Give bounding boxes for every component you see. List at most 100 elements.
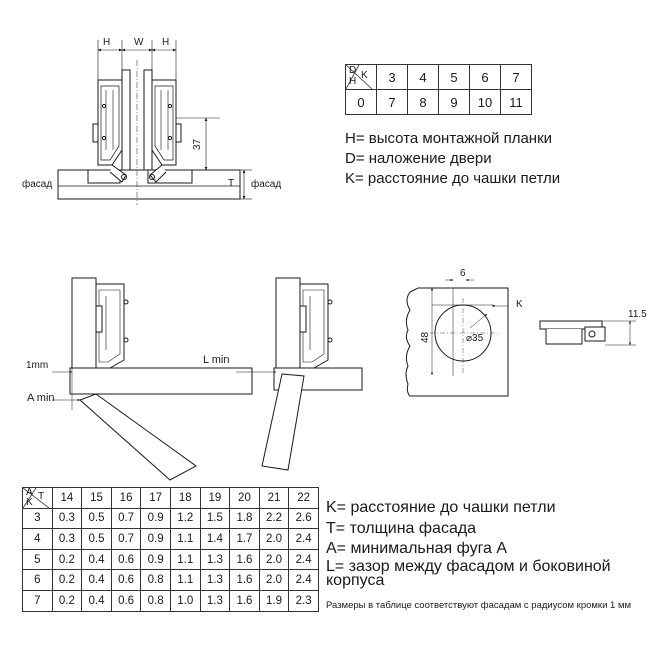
legend-line: T= толщина фасада [326, 519, 477, 537]
k-value: 3 [376, 64, 408, 90]
l-min-view [236, 277, 363, 471]
legend-line: K= расстояние до чашки петли [326, 499, 556, 516]
hinge-arm-left [97, 79, 123, 166]
table-row: 4 0.3 0.5 0.7 0.9 1.1 1.4 1.7 2.0 2.4 [22, 528, 319, 550]
dim-w-label: W [134, 37, 144, 48]
partition-left [121, 69, 131, 171]
corner-k: K [26, 497, 33, 508]
a-cell: 2.4 [288, 548, 319, 571]
a-cell: 0.2 [51, 569, 83, 591]
dim-h-left-label: H [103, 37, 110, 48]
corner-h: H [349, 76, 357, 87]
a-min-view [52, 277, 253, 481]
a-cell: 1.3 [199, 569, 231, 591]
a-cell: 0.6 [110, 589, 142, 612]
k-cell: 7 [22, 589, 53, 612]
d-value: 11 [500, 89, 532, 115]
a-cell: 1.7 [229, 528, 260, 550]
t-value: 21 [258, 487, 290, 509]
cup-side-view [539, 320, 636, 346]
facade-left-label: фасад [22, 178, 52, 190]
dim-6-label: 6 [460, 268, 466, 279]
label-l-min: L min [203, 354, 230, 366]
dim-h-right-label: H [162, 37, 169, 48]
k-value: 5 [438, 64, 470, 90]
a-cell: 0.9 [140, 548, 171, 571]
legend-line: L= зазор между фасадом и боковиной корпу… [326, 557, 611, 589]
d-value: 10 [469, 89, 501, 115]
k-value: 7 [500, 64, 532, 90]
a-cell: 2.6 [288, 507, 319, 530]
a-cell: 1.1 [169, 528, 201, 550]
t-value: 22 [288, 487, 319, 509]
a-cell: 1.6 [229, 589, 260, 612]
facade-right-label: фасад [251, 178, 281, 190]
t-value: 17 [140, 487, 171, 509]
a-cell: 0.8 [140, 589, 171, 612]
a-cell: 0.5 [81, 528, 112, 550]
dim-diameter-label: ⌀35 [466, 333, 484, 344]
gap-table: A K T 14 15 16 17 18 19 20 21 22 3 0.3 0… [22, 487, 319, 612]
legend-top: H= высота монтажной планки D= наложение … [345, 129, 560, 189]
a-cell: 0.4 [81, 548, 112, 571]
k-value: 6 [469, 64, 501, 90]
a-cell: 0.7 [110, 507, 142, 530]
table-row: 3 0.3 0.5 0.7 0.9 1.2 1.5 1.8 2.2 2.6 [22, 507, 319, 530]
a-cell: 0.2 [51, 548, 83, 571]
a-cell: 1.9 [258, 589, 290, 612]
dim-48-label: 48 [420, 331, 431, 343]
t-value: 19 [199, 487, 231, 509]
table-row: 6 0.2 0.4 0.6 0.8 1.1 1.3 1.6 2.0 2.4 [22, 569, 319, 591]
a-cell: 1.0 [169, 589, 201, 612]
d-value: 9 [438, 89, 470, 115]
k-cell: 6 [22, 569, 53, 591]
a-cell: 0.6 [110, 569, 142, 591]
t-value: 18 [169, 487, 201, 509]
a-cell: 2.4 [288, 569, 319, 591]
k-cell: 4 [22, 528, 53, 550]
partition-right [143, 69, 153, 171]
a-cell: 0.4 [81, 569, 112, 591]
a-cell: 1.2 [169, 507, 201, 530]
legend-line: K= расстояние до чашки петли [345, 170, 561, 187]
a-cell: 2.0 [258, 569, 290, 591]
footnote: Размеры в таблице соответствуют фасадам … [326, 600, 632, 611]
a-cell: 0.7 [110, 528, 142, 550]
dim-k-label: K [516, 299, 523, 310]
a-cell: 0.2 [51, 589, 83, 612]
label-a-min: A min [27, 392, 55, 404]
a-cell: 0.4 [81, 589, 112, 612]
a-cell: 1.1 [169, 569, 201, 591]
a-cell: 1.1 [169, 548, 201, 571]
hinge-arm-right [151, 79, 177, 166]
legend-bottom: K= расстояние до чашки петли T= толщина … [326, 498, 661, 588]
k-cell: 3 [22, 507, 53, 530]
a-cell: 0.6 [110, 548, 142, 571]
a-cell: 1.3 [199, 589, 231, 612]
a-cell: 2.4 [288, 528, 319, 550]
a-cell: 0.3 [51, 507, 83, 530]
corner-d: D [349, 65, 357, 76]
a-cell: 0.8 [140, 569, 171, 591]
t-value: 20 [229, 487, 260, 509]
a-cell: 1.8 [229, 507, 260, 530]
a-cell: 1.6 [229, 548, 260, 571]
table-corner-cell: D H K [345, 64, 377, 90]
table-corner-cell: A K T [22, 487, 53, 509]
t-value: 14 [51, 487, 83, 509]
t-value: 16 [110, 487, 142, 509]
a-cell: 2.2 [258, 507, 290, 530]
corner-t: T [38, 491, 45, 502]
table-row: 5 0.2 0.4 0.6 0.9 1.1 1.3 1.6 2.0 2.4 [22, 548, 319, 571]
a-cell: 2.3 [288, 589, 319, 612]
corner-k: K [361, 70, 368, 81]
d-value: 7 [376, 89, 408, 115]
cup-drilling-view [405, 278, 509, 397]
a-cell: 2.0 [258, 548, 290, 571]
dim-37-label: 37 [192, 138, 203, 150]
dim-t-label: T [228, 178, 234, 189]
a-cell: 1.4 [199, 528, 231, 550]
h-value: 0 [345, 89, 377, 115]
table-row: 7 0.2 0.4 0.6 0.8 1.0 1.3 1.6 1.9 2.3 [22, 589, 319, 612]
